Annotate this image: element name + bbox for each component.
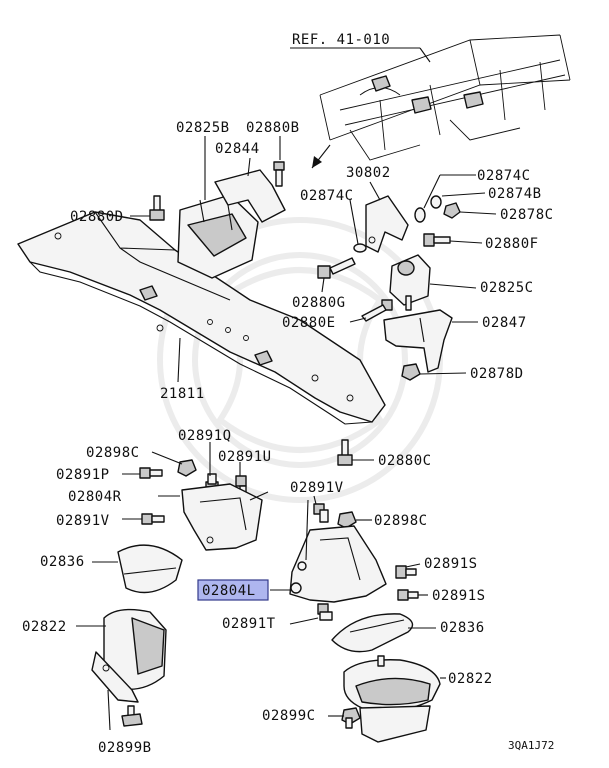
label-02874C-mid: 02874C [300,188,354,204]
bracket-02804L [289,525,387,603]
nut-02899C [341,707,361,729]
leader-02825C [429,283,477,289]
bolt-02880E [361,299,393,322]
label-02847: 02847 [482,315,527,331]
label-02898C-right: 02898C [374,513,428,529]
label-02880C: 02880C [378,453,432,469]
bracket-02847 [383,309,453,373]
nut-02878D [401,363,421,381]
leader-02874C-mid [349,199,359,245]
leader-02844 [247,157,251,177]
bracket-02804R [181,483,263,551]
insulator-02822-left [91,608,167,703]
leader-30802 [369,181,381,201]
bolt-02891T [317,603,333,621]
bolt-02891S-bottom [397,589,419,601]
frame-reference-drawing [311,34,571,169]
leader-02880E [349,317,367,323]
leader-02899B [107,689,111,731]
leader-02891V-right [313,495,317,505]
label-02822-left: 02822 [22,619,67,635]
label-02891S-bottom: 02891S [432,588,486,604]
leader-02880G [321,277,325,293]
leader-02874C-top [423,174,476,209]
label-02899B: 02899B [98,740,152,756]
label-02880B: 02880B [246,120,300,136]
label-02878D: 02878D [470,366,524,382]
label-21811: 21811 [160,386,205,402]
label-02804L[interactable]: 02804L [202,583,256,599]
label-02880G: 02880G [292,295,346,311]
label-02844: 02844 [215,141,260,157]
washer-02874B [430,195,442,209]
label-02891P: 02891P [56,467,110,483]
figure-code: 3QA1J72 [508,739,554,752]
bolt-02880B [273,161,285,187]
label-02822-right: 02822 [448,671,493,687]
leader-02804L-top [305,499,309,561]
label-02825C: 02825C [480,280,534,296]
label-02874C-top: 02874C [477,168,531,184]
nut-02898C-left [177,459,197,477]
leader-02891S-top [405,563,421,568]
label-02899C: 02899C [262,708,316,724]
label-02878C: 02878C [500,207,554,223]
bolt-02891V-left [141,513,165,525]
label-02891Q: 02891Q [178,428,232,444]
nut-02898C-right [337,511,357,529]
label-02898C-left: 02898C [86,445,140,461]
reference-label: REF. 41-010 [292,32,390,48]
insulator-02822-right [343,655,441,743]
bracket-02825B [177,194,259,279]
bolt-02880G [317,257,356,279]
label-02836-right: 02836 [440,620,485,636]
crossmember-21811 [17,211,386,425]
bolt-02891S-top [395,565,417,579]
label-02891S-top: 02891S [424,556,478,572]
washer-02874C-mid [353,243,367,253]
label-02891V-right: 02891V [290,480,344,496]
label-02825B: 02825B [176,120,230,136]
bolt-02891P [139,467,163,479]
nut-02899B [121,705,143,727]
nut-02878C [443,202,461,219]
heat-shield-02836-left [117,544,183,594]
leader-02878D [419,372,467,375]
label-02891V-left: 02891V [56,513,110,529]
bracket-30802 [365,195,409,253]
label-02804R: 02804R [68,489,122,505]
heat-shield-02836-right [331,613,414,653]
label-02874B: 02874B [488,186,542,202]
highlight-02804L[interactable] [197,579,269,601]
leader-02880F [449,240,483,244]
label-02891T: 02891T [222,616,276,632]
label-30802: 30802 [346,165,391,181]
bolt-02880F [423,233,451,247]
leader-02874B [441,192,486,197]
label-02880D: 02880D [70,209,124,225]
label-02836-left: 02836 [40,554,85,570]
bolt-02880D [149,195,165,221]
label-02880E: 02880E [282,315,336,331]
bolt-02891V-right [313,503,329,523]
leader-02804R [158,491,269,501]
leader-21811 [177,337,181,383]
label-02891U: 02891U [218,449,272,465]
bracket-02844 [214,169,286,223]
leader-02878C [459,211,497,215]
leader-02898C-left [151,451,183,465]
leader-02891T [289,617,319,625]
washer-02874C-top [414,207,426,223]
mount-02825C [389,254,431,311]
label-02880F: 02880F [485,236,539,252]
reference-leader [419,47,431,63]
